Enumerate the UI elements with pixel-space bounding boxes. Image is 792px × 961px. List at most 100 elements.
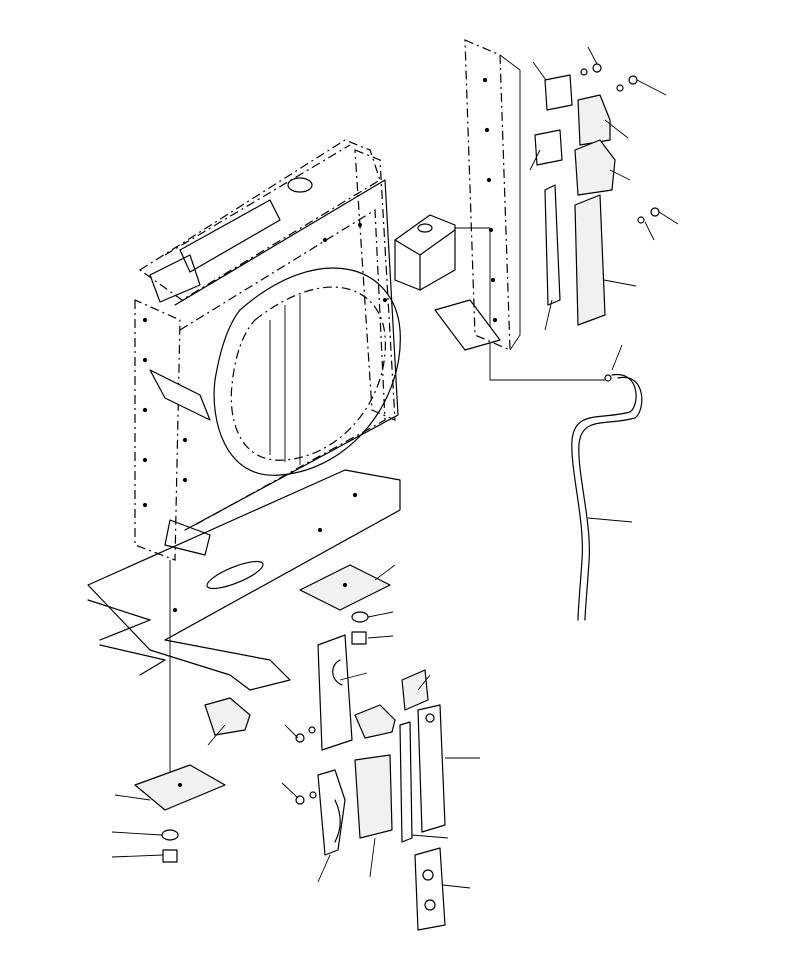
leader-15 <box>367 635 394 639</box>
reserve-tank <box>394 214 610 381</box>
bolt-mid <box>351 631 367 645</box>
leader-27 <box>369 837 376 878</box>
frame-rivets <box>142 222 388 508</box>
leader-23 <box>411 834 449 839</box>
side-bracket <box>149 369 211 421</box>
leader-28 <box>442 884 471 889</box>
seal-block-1 <box>577 94 611 146</box>
seal-block-center <box>354 704 396 739</box>
block-hole-1 <box>422 869 434 881</box>
leader-9 <box>603 279 637 287</box>
radiator-left-boss <box>149 254 201 303</box>
side-panel-holes <box>482 77 498 323</box>
radiator-filler-cap <box>287 177 313 193</box>
hose-clamp <box>604 374 612 382</box>
bolt-2 <box>628 75 638 85</box>
seal-strip-long <box>544 184 561 306</box>
overflow-hose-tube-outer <box>578 376 643 621</box>
reserve-tank-bracket <box>434 299 501 351</box>
radiator-frame-inner <box>179 208 386 526</box>
leader-3 <box>636 79 667 96</box>
seal-block-left <box>204 697 251 736</box>
fan-shroud-opening <box>213 267 401 476</box>
fan-shroud-ring <box>230 286 386 461</box>
bolt-lower <box>162 849 178 863</box>
radiator-frame <box>174 179 399 531</box>
leader-13 <box>374 564 396 581</box>
reserve-tank-overflow-line <box>455 227 610 381</box>
side-panel-flange <box>499 54 521 351</box>
leader-21 <box>281 782 299 799</box>
radiator-top-tank <box>138 139 381 301</box>
base-plate-edge <box>87 599 151 641</box>
lower-mount-bracket <box>164 519 211 556</box>
leader-7 <box>658 211 679 225</box>
base-plate-slot <box>206 560 264 590</box>
radiator-right-column <box>354 149 396 421</box>
leader-lines <box>111 46 679 889</box>
vertical-bracket <box>317 634 353 751</box>
core-fins <box>269 295 301 465</box>
washer-lower-2 <box>309 791 317 799</box>
leader-17 <box>417 674 431 691</box>
seal-plate-lower <box>134 764 226 811</box>
leader-12 <box>587 517 633 523</box>
seal-pad-top <box>401 669 429 711</box>
washer-3 <box>637 216 645 224</box>
radiator-assembly <box>134 139 401 561</box>
leader-24 <box>111 831 163 836</box>
l-bracket-lower <box>317 769 346 856</box>
upper-seals <box>534 74 616 326</box>
seal-block-rect <box>354 754 393 839</box>
radiator-left-column <box>134 299 181 561</box>
washer-lower-1 <box>308 726 316 734</box>
overflow-hose <box>571 374 643 621</box>
leader-4 <box>604 119 629 139</box>
block-hole-2 <box>424 899 436 911</box>
leader-1 <box>587 46 598 65</box>
l-bracket-curve <box>334 799 341 843</box>
base-plate-outline <box>87 469 401 691</box>
seal-block-bottom <box>414 847 446 931</box>
lower-left-parts <box>134 764 226 863</box>
seal-pad-small-1 <box>544 74 573 111</box>
leader-2 <box>532 61 547 81</box>
leader-25 <box>111 854 164 858</box>
seal-block-2 <box>574 139 616 196</box>
seal-strip-thin <box>399 721 413 843</box>
seal-plate-mid <box>299 564 391 611</box>
overflow-hose-tube <box>571 374 637 621</box>
leader-19 <box>284 724 299 739</box>
washer-2 <box>616 84 624 92</box>
reserve-tank-body <box>394 214 456 291</box>
vertical-bracket-notch <box>332 659 343 686</box>
reserve-tank-edges <box>394 229 456 291</box>
radiator-top-hose <box>179 199 281 273</box>
leader-26 <box>317 854 331 883</box>
washer-lower <box>161 829 179 841</box>
leader-14 <box>367 611 394 618</box>
lower-parts <box>204 564 446 931</box>
leader-16 <box>339 672 368 681</box>
leader-11 <box>611 344 623 371</box>
seal-pad-small-2 <box>534 129 563 166</box>
leader-22 <box>114 794 151 801</box>
upper-hardware <box>580 63 660 224</box>
leader-8 <box>644 221 655 241</box>
leader-18 <box>207 724 226 746</box>
seal-block-long <box>574 194 606 326</box>
side-panel-outline <box>464 39 511 351</box>
bolt-lower-1 <box>295 733 305 743</box>
strip-hole-1 <box>425 713 435 723</box>
bolt-1 <box>592 63 602 73</box>
base-lower-flange <box>99 644 166 676</box>
leader-5 <box>609 169 631 181</box>
reserve-tank-cap <box>417 223 433 233</box>
side-cover-panel <box>464 39 521 351</box>
leader-10 <box>544 299 553 331</box>
base-plate <box>87 469 401 800</box>
radiator-top-tank-ridge <box>164 144 351 256</box>
bolt-3 <box>650 207 660 217</box>
